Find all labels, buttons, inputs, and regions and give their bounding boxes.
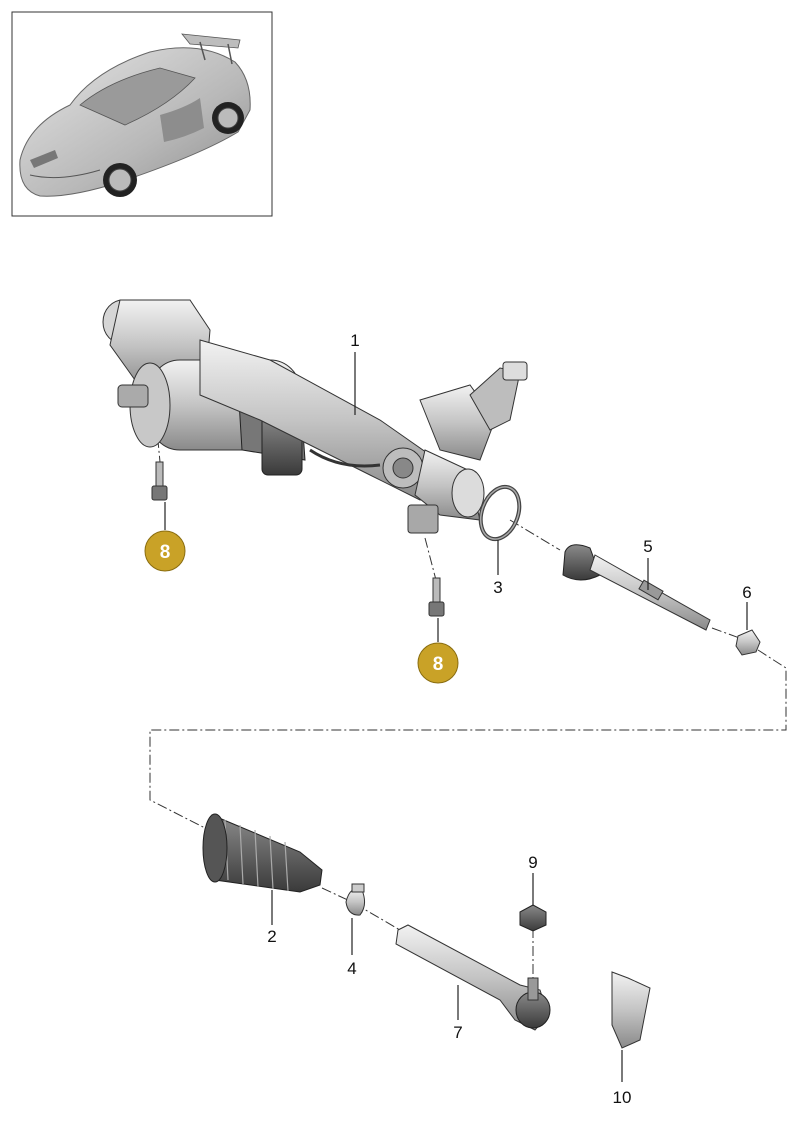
o-ring [478,484,522,542]
callout-2: 2 [267,927,276,946]
bolt-upper [151,461,168,501]
boot-clamp [345,883,366,916]
callout-8-upper-label: 8 [160,542,171,563]
bolt-lower [428,577,445,617]
callout-8-lower: 8 [417,642,459,684]
nut-inner [735,629,761,656]
callout-9: 9 [528,853,537,872]
steering-gear [102,299,528,534]
tie-rod-end [395,924,551,1031]
leader-lines [164,352,748,1082]
callout-4: 4 [347,959,356,978]
callout-5: 5 [643,537,652,556]
callout-6: 6 [742,583,751,602]
nut-outer [519,904,547,932]
vehicle-thumbnail [11,11,273,217]
steering-boot [202,813,323,893]
callout-3: 3 [493,578,502,597]
bracket [611,971,651,1049]
callout-8-upper: 8 [144,530,186,572]
car-illustration [19,33,251,197]
callout-8-lower-label: 8 [433,654,444,675]
callout-7: 7 [453,1023,462,1042]
callout-10: 10 [613,1088,632,1107]
callout-1: 1 [350,331,359,350]
tie-rod [562,544,711,631]
